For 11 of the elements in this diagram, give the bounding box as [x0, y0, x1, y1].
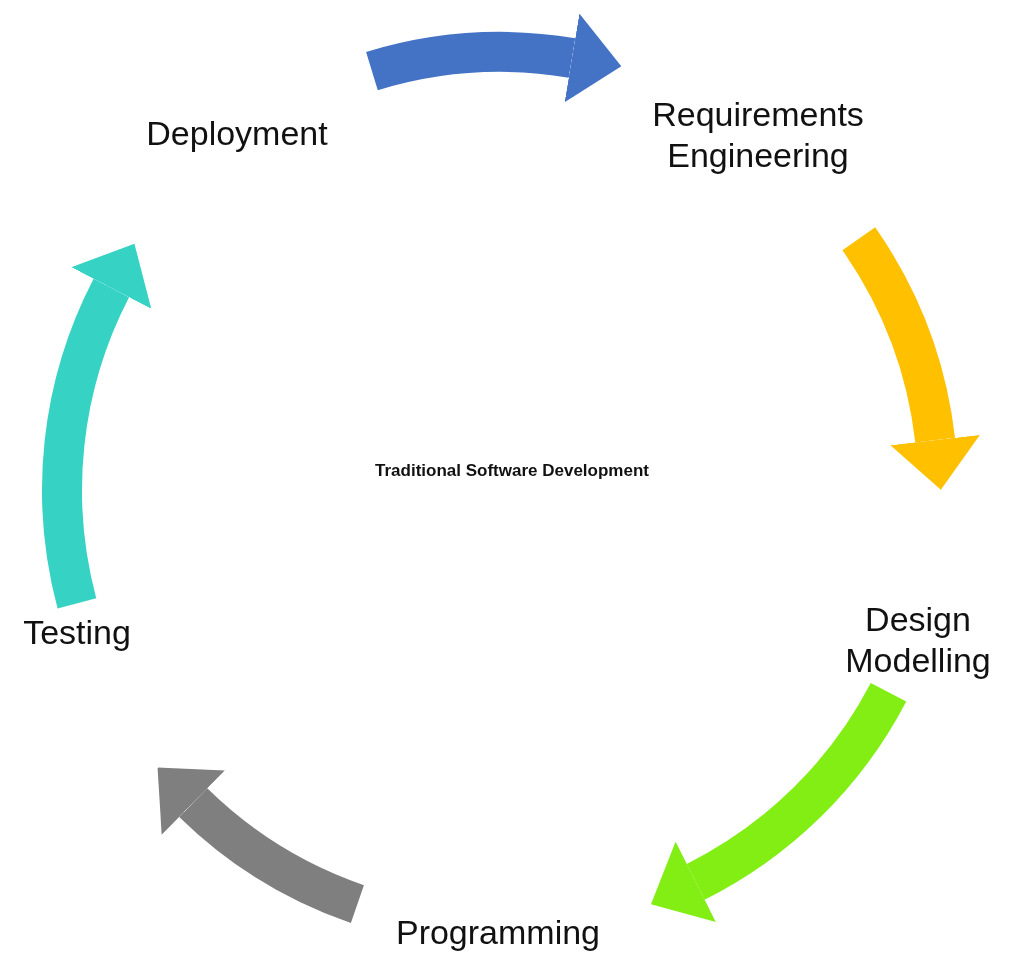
stage-label: Deployment — [146, 112, 328, 154]
curved-arrow — [155, 768, 365, 923]
stage-label: Programming — [395, 911, 601, 953]
stage-label: Requirements Engineering — [651, 94, 865, 176]
curved-arrow — [42, 242, 153, 608]
curved-arrow — [367, 13, 622, 103]
curved-arrow — [841, 228, 980, 490]
stage-label: Design Modelling — [844, 599, 992, 681]
curved-arrow — [652, 681, 906, 921]
stage-label: Testing — [23, 611, 131, 653]
diagram-title: Traditional Software Development — [375, 461, 649, 481]
